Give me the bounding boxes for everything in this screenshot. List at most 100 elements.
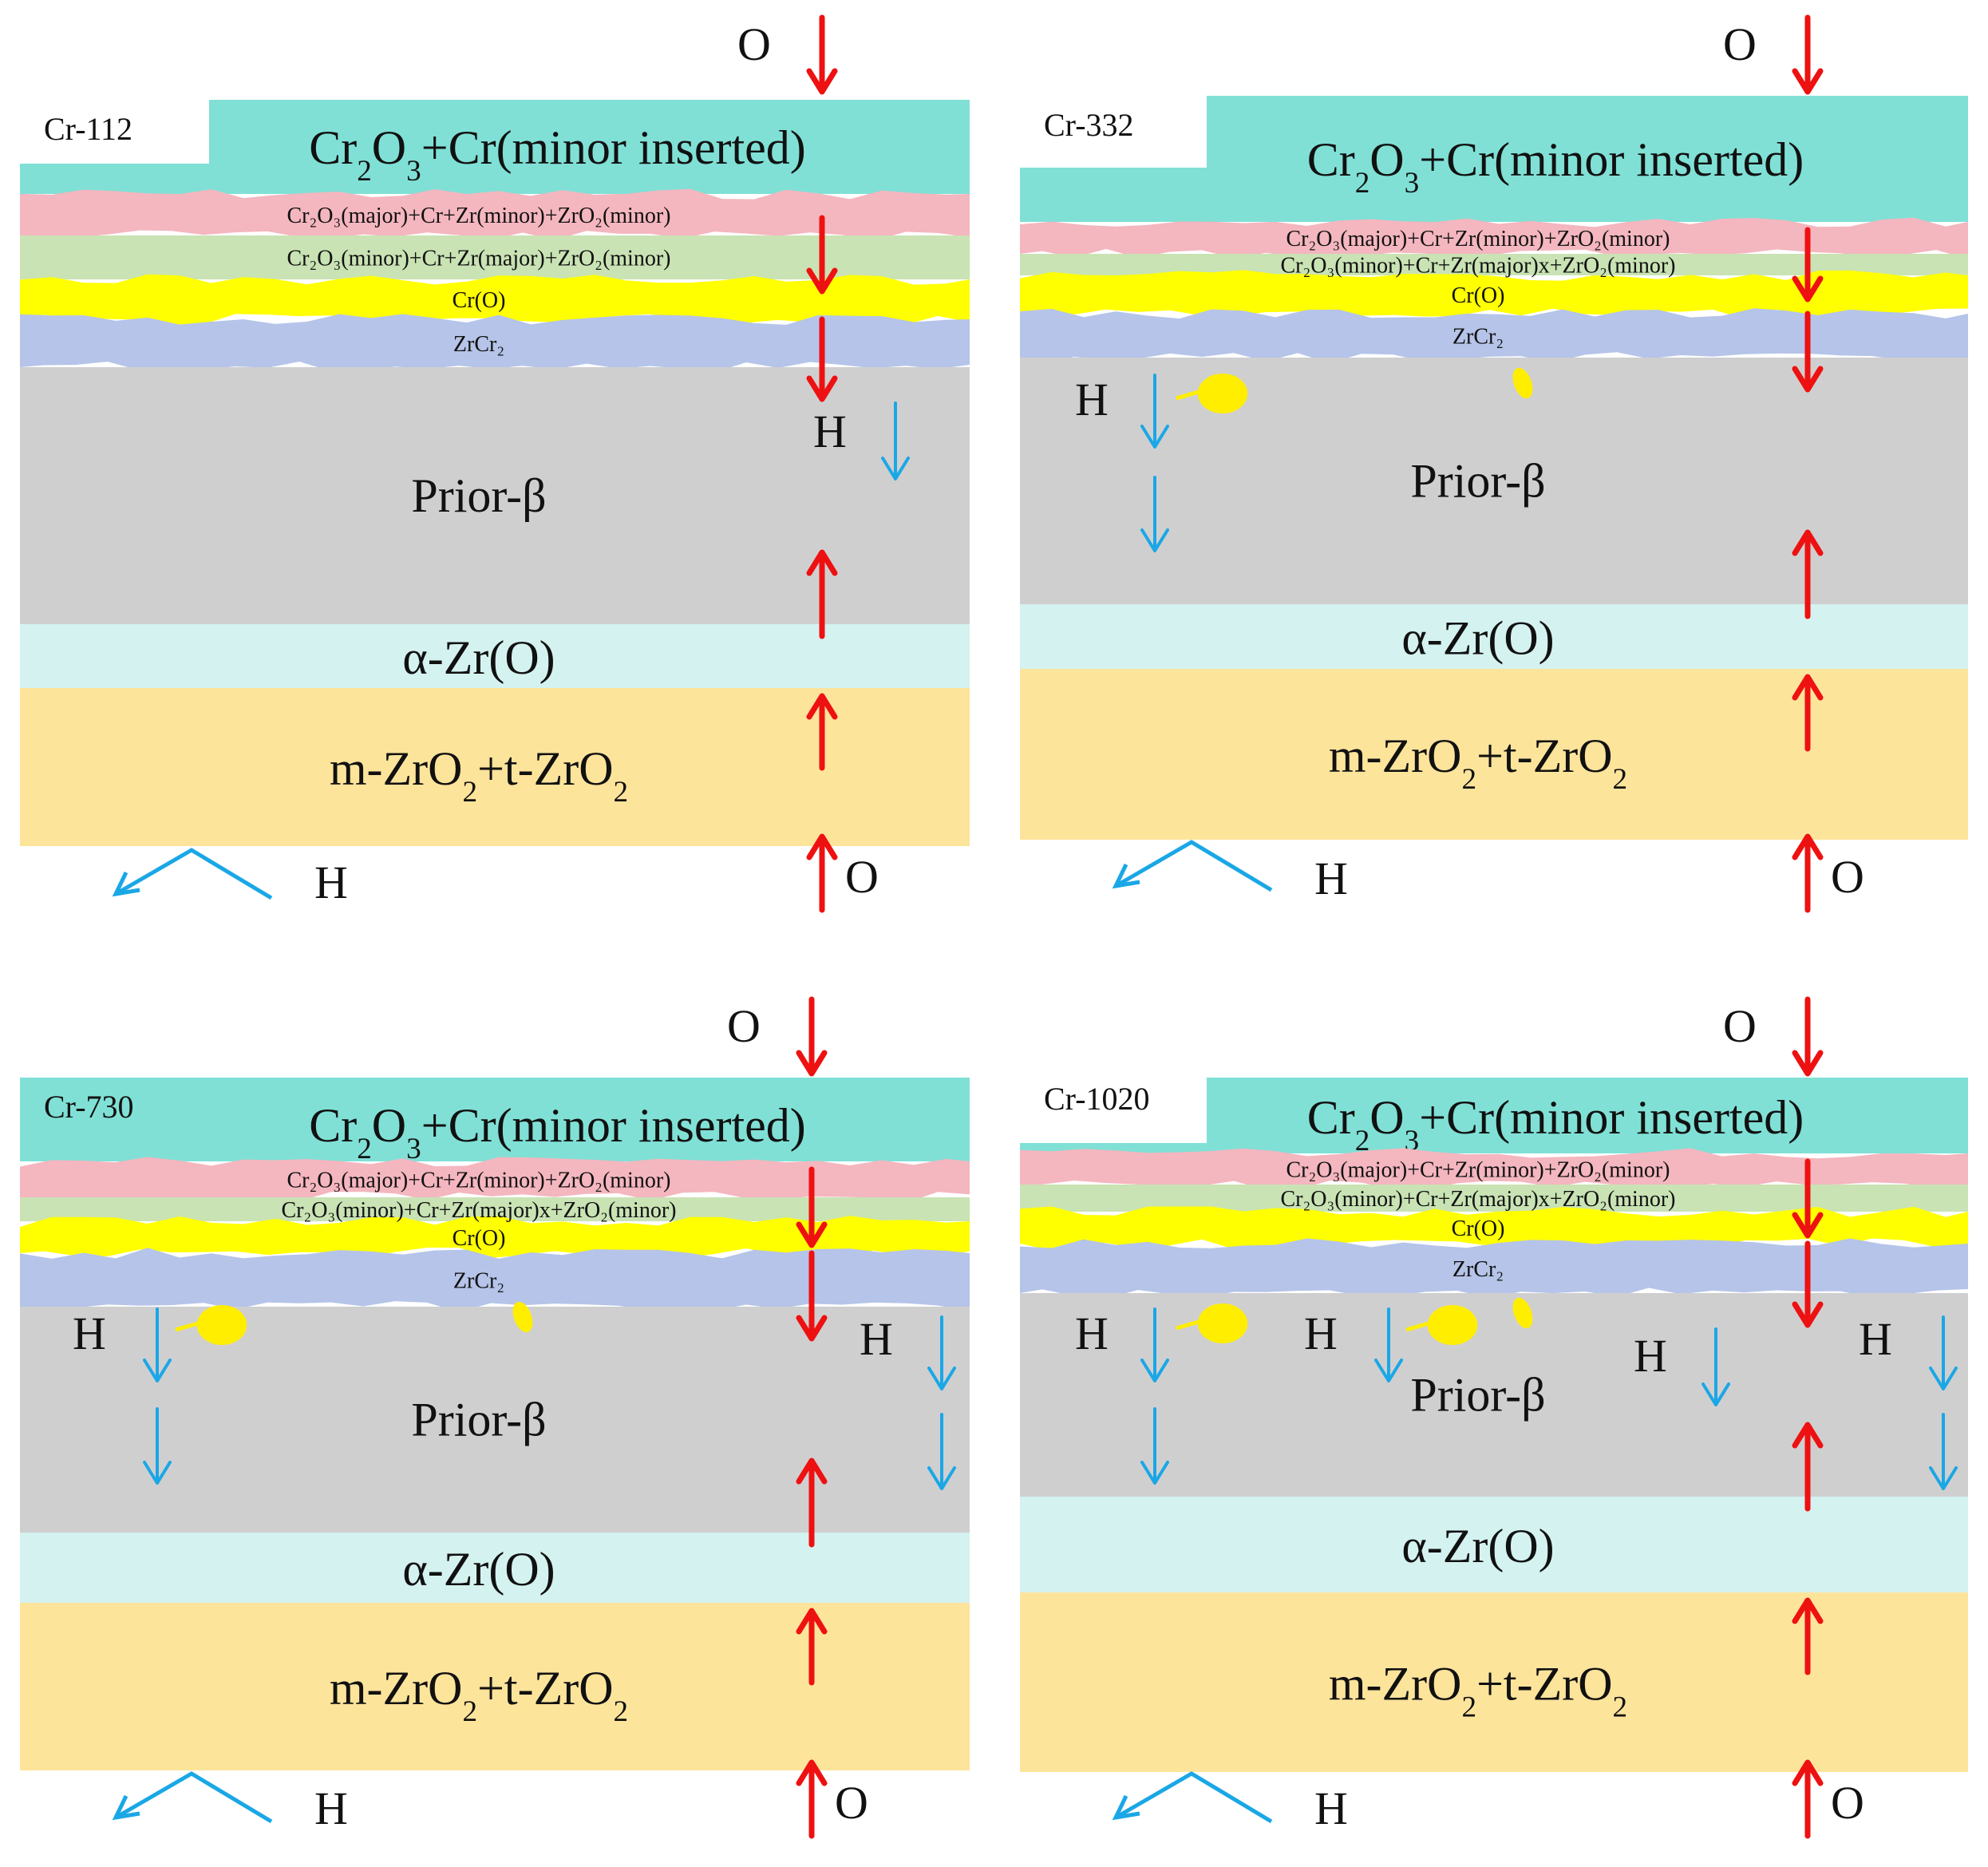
layer-pink-label: Cr₂O₃(major)+Cr+Zr(minor)+ZrO₂(minor)	[1286, 227, 1670, 251]
hydride-small	[512, 1301, 533, 1333]
o-arrow-alpha	[806, 549, 838, 639]
h-bottom-arrow	[112, 1771, 273, 1824]
h-label: H	[1075, 374, 1109, 425]
o-arrow-zrcr2	[806, 316, 838, 402]
o-arrow-zro2	[1792, 674, 1824, 752]
o-top-label: O	[737, 18, 771, 70]
layer-cr2o3-label: Cr2O3+Cr(minor inserted)	[309, 1099, 806, 1165]
h-arrow	[1929, 1315, 1958, 1390]
h-label: H	[813, 405, 847, 457]
layer-zrcr2	[20, 314, 970, 373]
h-arrow	[143, 1307, 172, 1382]
o-arrow-zro2	[1792, 1597, 1824, 1675]
layer-zrcr2-label: ZrCr₂	[453, 332, 504, 357]
hydride-blob	[1176, 1303, 1248, 1343]
o-arrow-alpha	[1792, 1422, 1824, 1512]
h-bottom-label: H	[314, 856, 348, 908]
o-arrow-oxide	[806, 215, 838, 295]
o-bottom-label: O	[835, 1777, 868, 1829]
layer-green-label: Cr₂O₃(minor)+Cr+Zr(major)x+ZrO₂(minor)	[282, 1198, 677, 1223]
layer-pink	[20, 188, 970, 241]
layer-alpha-zr-label: α-Zr(O)	[402, 1543, 555, 1596]
layer-zrcr2	[1020, 308, 1968, 363]
layer-cr2o3-label: Cr2O3+Cr(minor inserted)	[309, 121, 806, 188]
panel-label: Cr-730	[44, 1089, 134, 1125]
layer-pink-label: Cr₂O₃(major)+Cr+Zr(minor)+ZrO₂(minor)	[1286, 1158, 1670, 1183]
h-arrow	[1140, 476, 1169, 552]
o-arrow-bottom	[1792, 833, 1824, 913]
h-bottom-arrow	[112, 848, 273, 900]
h-diffusion-2: H	[1304, 1307, 1403, 1382]
panel-label: Cr-1020	[1044, 1081, 1150, 1117]
h-label: H	[1075, 1307, 1109, 1359]
hydride-small	[1512, 367, 1533, 399]
o-arrow-top	[796, 996, 828, 1077]
layer-zrcr2	[20, 1248, 970, 1312]
layer-alpha	[1020, 1497, 1968, 1592]
o-arrow-top	[1792, 14, 1824, 95]
o-arrow-bottom	[806, 833, 838, 913]
layer-zro2-label: m-ZrO2+t-ZrO2	[1329, 1658, 1627, 1724]
o-arrow-zrcr2	[1792, 311, 1824, 393]
h-arrow	[1929, 1413, 1958, 1490]
o-arrow-zro2	[806, 693, 838, 771]
o-arrow-top	[1792, 996, 1824, 1077]
h-diffusion-1: H	[813, 401, 910, 481]
h-diffusion-3: H	[1634, 1327, 1730, 1406]
o-top-label: O	[1723, 1000, 1757, 1052]
hydride-blob	[1176, 374, 1248, 413]
layer-yellow	[1020, 1206, 1968, 1249]
layer-alpha-zr-label: α-Zr(O)	[1401, 1520, 1554, 1572]
layer-zrcr2	[1020, 1238, 1968, 1299]
layer-yellow	[20, 274, 970, 325]
h-arrow	[1701, 1327, 1730, 1406]
layer-zrcr2-label: ZrCr₂	[453, 1269, 504, 1294]
panel-cr-1020: Cr2O3+Cr(minor inserted) Cr-1020Cr₂O₃(maj…	[1020, 996, 1968, 1839]
hydride-small	[1512, 1297, 1533, 1329]
layer-green-label: Cr₂O₃(minor)+Cr+Zr(major)x+ZrO₂(minor)	[1281, 1187, 1676, 1212]
h-bottom-label: H	[1314, 852, 1348, 904]
layer-alpha-zr-label: α-Zr(O)	[1401, 612, 1554, 665]
layer-alpha	[20, 624, 970, 688]
layer-zrcr2-label: ZrCr₂	[1452, 325, 1504, 350]
layer-cr-o-label: Cr(O)	[453, 1226, 506, 1251]
layer-cr-o-label: Cr(O)	[1452, 1216, 1505, 1241]
hydride-blob	[175, 1305, 247, 1345]
layer-alpha-zr-label: α-Zr(O)	[402, 631, 555, 684]
layer-cr-o-label: Cr(O)	[453, 288, 506, 313]
layer-pink-label: Cr₂O₃(major)+Cr+Zr(minor)+ZrO₂(minor)	[287, 204, 671, 228]
layer-yellow	[20, 1216, 970, 1259]
panel-cr-332: Cr2O3+Cr(minor inserted) Cr-332Cr₂O₃(majo…	[1020, 14, 1968, 913]
h-arrow	[1140, 374, 1169, 449]
o-arrow-bottom	[796, 1759, 828, 1839]
h-diffusion-1: H	[73, 1307, 172, 1485]
h-diffusion-2: H	[860, 1313, 956, 1490]
layer-cr2o3-label: Cr2O3+Cr(minor inserted)	[1307, 1091, 1804, 1157]
layer-yellow	[1020, 270, 1968, 319]
h-arrow	[1140, 1407, 1169, 1485]
layer-green-label: Cr₂O₃(minor)+Cr+Zr(major)+ZrO₂(minor)	[287, 247, 671, 271]
o-arrow-bottom	[1792, 1759, 1824, 1839]
h-arrow	[927, 1315, 956, 1390]
panel-label: Cr-112	[44, 111, 132, 147]
h-label: H	[860, 1313, 893, 1365]
h-label: H	[1859, 1313, 1892, 1365]
h-bottom-arrow	[1112, 840, 1273, 892]
h-label: H	[73, 1307, 106, 1359]
o-top-label: O	[1723, 18, 1757, 70]
o-arrow-top	[806, 14, 838, 95]
o-arrow-alpha	[796, 1458, 828, 1548]
panel-cr-730: Cr2O3+Cr(minor inserted)Cr-730Cr₂O₃(majo…	[20, 996, 970, 1839]
layer-pink	[1020, 1148, 1968, 1190]
o-arrow-alpha	[1792, 529, 1824, 619]
o-arrow-oxide	[1792, 227, 1824, 303]
o-bottom-label: O	[1831, 1777, 1864, 1829]
layer-cr2o3-label: Cr2O3+Cr(minor inserted)	[1307, 133, 1804, 200]
hydride-blob	[1405, 1305, 1478, 1345]
panel-label: Cr-332	[1044, 107, 1134, 143]
layer-zro2-label: m-ZrO2+t-ZrO2	[1329, 730, 1627, 796]
h-bottom-arrow	[1112, 1771, 1273, 1824]
layer-prior-beta-label: Prior-β	[1410, 1369, 1545, 1422]
h-bottom-label: H	[314, 1782, 348, 1834]
